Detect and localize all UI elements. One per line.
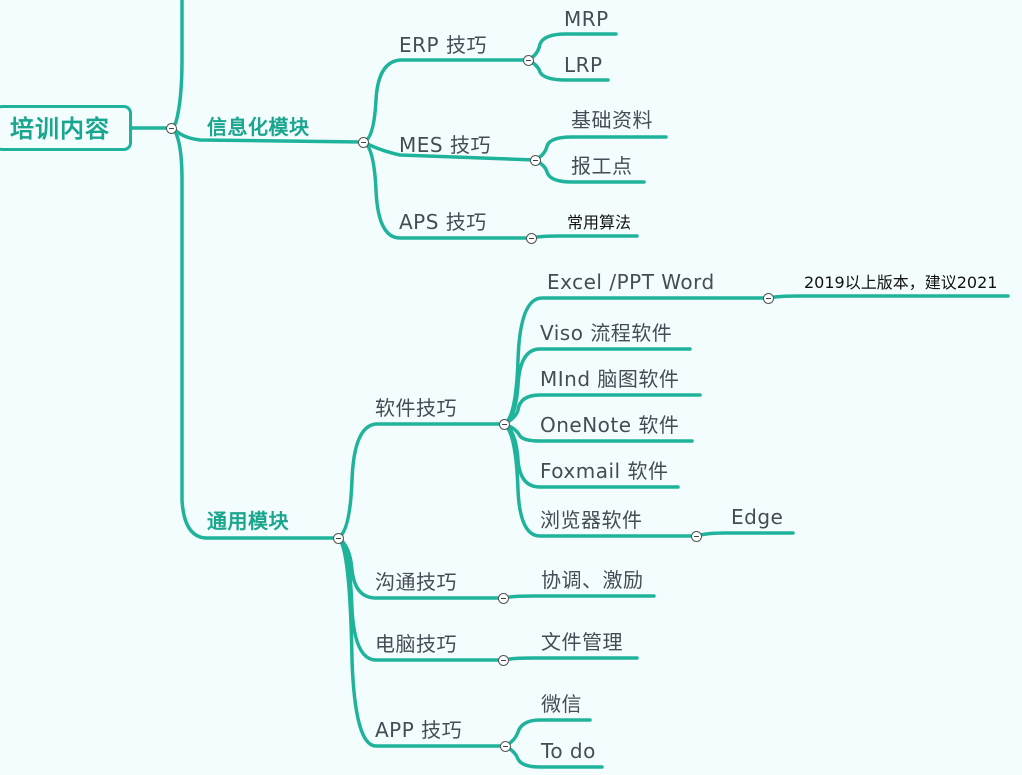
item-wechat[interactable]: 微信 bbox=[541, 692, 582, 716]
item-browser[interactable]: 浏览器软件 bbox=[540, 508, 643, 532]
edge-sw-visio bbox=[502, 347, 692, 426]
collapse-toggle-general[interactable] bbox=[333, 533, 344, 544]
collapse-toggle-root[interactable] bbox=[166, 123, 177, 134]
edge-browser-edge bbox=[694, 531, 795, 538]
collapse-toggle-computer[interactable] bbox=[498, 655, 509, 666]
edge-app-wechat bbox=[503, 718, 592, 748]
collapse-toggle-info[interactable] bbox=[358, 137, 369, 148]
edge-sw-mind bbox=[502, 393, 702, 426]
edge-pc-file bbox=[501, 656, 639, 662]
group-erp[interactable]: ERP 技巧 bbox=[399, 33, 487, 57]
edge-info-erp bbox=[362, 58, 530, 144]
root-label: 培训内容 bbox=[10, 115, 110, 143]
collapse-toggle-software[interactable] bbox=[499, 419, 510, 430]
item-excel-ppt-word[interactable]: Excel /PPT Word bbox=[547, 270, 715, 294]
edge-info-aps bbox=[362, 140, 533, 240]
item-file-management[interactable]: 文件管理 bbox=[541, 630, 623, 654]
collapse-toggle-communication[interactable] bbox=[498, 593, 509, 604]
edge-general-app bbox=[336, 536, 507, 748]
edge-root-general bbox=[171, 126, 340, 540]
item-mrp[interactable]: MRP bbox=[564, 7, 609, 31]
item-report-point[interactable]: 报工点 bbox=[571, 154, 633, 178]
edge-aps-algo bbox=[529, 234, 639, 240]
collapse-toggle-erp[interactable] bbox=[523, 55, 534, 66]
detail-edge[interactable]: Edge bbox=[731, 505, 784, 529]
edge-app-todo bbox=[503, 744, 604, 769]
module-info[interactable]: 信息化模块 bbox=[207, 115, 310, 139]
collapse-toggle-aps[interactable] bbox=[526, 233, 537, 244]
item-visio[interactable]: Viso 流程软件 bbox=[540, 321, 673, 345]
group-aps[interactable]: APS 技巧 bbox=[399, 210, 487, 234]
group-mes[interactable]: MES 技巧 bbox=[399, 133, 491, 157]
group-communication[interactable]: 沟通技巧 bbox=[375, 570, 457, 594]
root-node[interactable] bbox=[0, 105, 132, 151]
edge-excel-version bbox=[766, 294, 1010, 300]
item-todo[interactable]: To do bbox=[541, 739, 596, 763]
item-mind[interactable]: MInd 脑图软件 bbox=[540, 367, 680, 391]
item-onenote[interactable]: OneNote 软件 bbox=[540, 413, 680, 437]
edge-mes-basic bbox=[533, 135, 668, 162]
edge-sw-onenote bbox=[502, 422, 694, 443]
edge-comm-coord bbox=[501, 594, 656, 600]
collapse-toggle-browser[interactable] bbox=[691, 531, 702, 542]
group-app[interactable]: APP 技巧 bbox=[375, 718, 463, 742]
detail-excel-version[interactable]: 2019以上版本，建议2021 bbox=[804, 273, 998, 292]
item-basic-data[interactable]: 基础资料 bbox=[571, 108, 653, 132]
collapse-toggle-excel[interactable] bbox=[763, 293, 774, 304]
group-computer[interactable]: 电脑技巧 bbox=[375, 632, 457, 656]
edge-mes-report bbox=[533, 158, 646, 184]
collapse-toggle-mes[interactable] bbox=[530, 155, 541, 166]
item-lrp[interactable]: LRP bbox=[564, 53, 603, 77]
root-trunk bbox=[171, 0, 184, 130]
item-coordinate-motivate[interactable]: 协调、激励 bbox=[541, 568, 644, 592]
edge-sw-excel bbox=[502, 296, 770, 426]
edge-general-software bbox=[336, 422, 506, 540]
item-common-algorithm[interactable]: 常用算法 bbox=[567, 213, 632, 232]
module-general[interactable]: 通用模块 bbox=[207, 509, 289, 533]
edge-erp-lrp bbox=[526, 58, 610, 82]
edge-sw-browser bbox=[502, 422, 698, 538]
group-software[interactable]: 软件技巧 bbox=[375, 396, 457, 420]
collapse-toggle-app[interactable] bbox=[500, 741, 511, 752]
edge-erp-mrp bbox=[526, 32, 618, 62]
item-foxmail[interactable]: Foxmail 软件 bbox=[540, 459, 669, 483]
